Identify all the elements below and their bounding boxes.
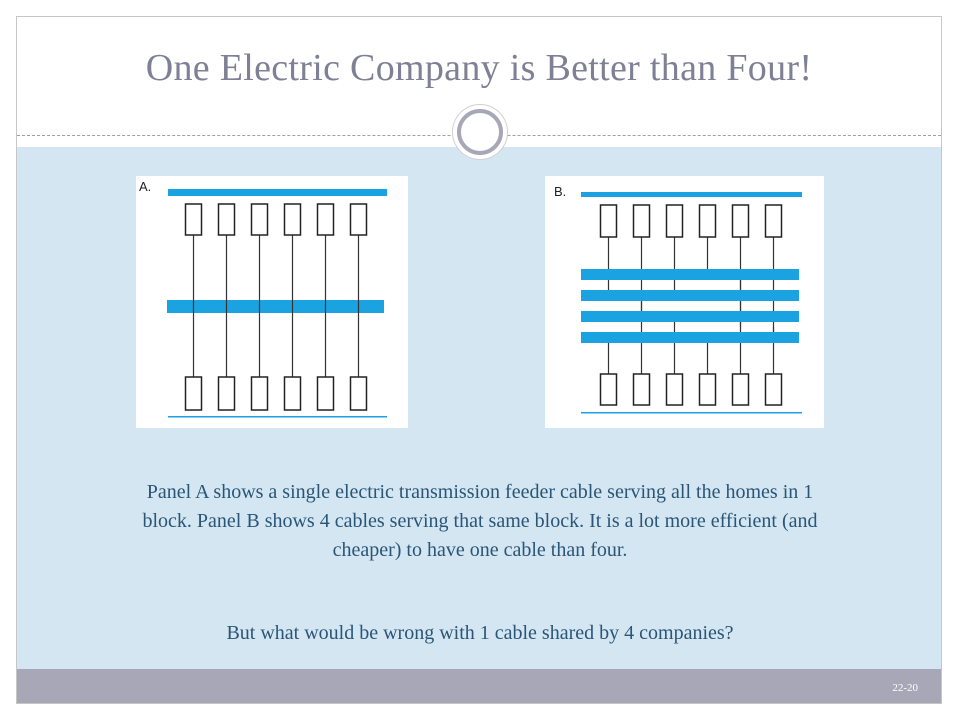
house xyxy=(250,376,269,411)
house xyxy=(632,373,651,406)
panel-a-svg xyxy=(167,189,387,418)
house xyxy=(316,203,335,236)
house xyxy=(250,203,269,236)
top-houses xyxy=(599,204,783,238)
house-connections xyxy=(192,235,360,377)
house-connections xyxy=(607,237,775,374)
top-cable xyxy=(581,192,802,197)
question-text: But what would be wrong with 1 cable sha… xyxy=(226,622,734,644)
bottom-houses xyxy=(599,373,783,406)
house xyxy=(599,204,618,238)
bottom-houses xyxy=(184,376,368,411)
slide-title: One Electric Company is Better than Four… xyxy=(145,47,813,89)
house xyxy=(731,373,750,406)
top-cable xyxy=(168,189,387,196)
house xyxy=(217,203,236,236)
feeder-cable-1 xyxy=(581,269,799,280)
house xyxy=(731,204,750,238)
panel-b-diagram: B. xyxy=(545,176,824,428)
house xyxy=(632,204,651,238)
bottom-cable xyxy=(581,412,802,414)
house xyxy=(184,203,203,236)
bottom-cable xyxy=(168,416,387,418)
house xyxy=(316,376,335,411)
feeder-cable-4 xyxy=(581,332,799,343)
panel-a-diagram: A. xyxy=(136,176,408,428)
panel-b-svg xyxy=(581,192,802,414)
feeder-cable-2 xyxy=(581,290,799,301)
house xyxy=(217,376,236,411)
house xyxy=(349,203,368,236)
decorative-ring-icon xyxy=(457,109,503,155)
house xyxy=(184,376,203,411)
house xyxy=(764,373,783,406)
feeder-cable xyxy=(167,300,384,313)
house xyxy=(283,376,302,411)
house xyxy=(665,373,684,406)
page-number: 22-20 xyxy=(892,682,918,694)
house xyxy=(764,204,783,238)
house xyxy=(665,204,684,238)
feeder-cable-3 xyxy=(581,311,799,322)
top-houses xyxy=(184,203,368,236)
house xyxy=(698,204,717,238)
footer-bar xyxy=(17,669,941,703)
description-text: Panel A shows a single electric transmis… xyxy=(142,481,818,561)
house xyxy=(599,373,618,406)
house xyxy=(349,376,368,411)
panel-b-label: B. xyxy=(554,184,567,199)
panel-a-label: A. xyxy=(139,179,152,194)
house xyxy=(698,373,717,406)
house xyxy=(283,203,302,236)
